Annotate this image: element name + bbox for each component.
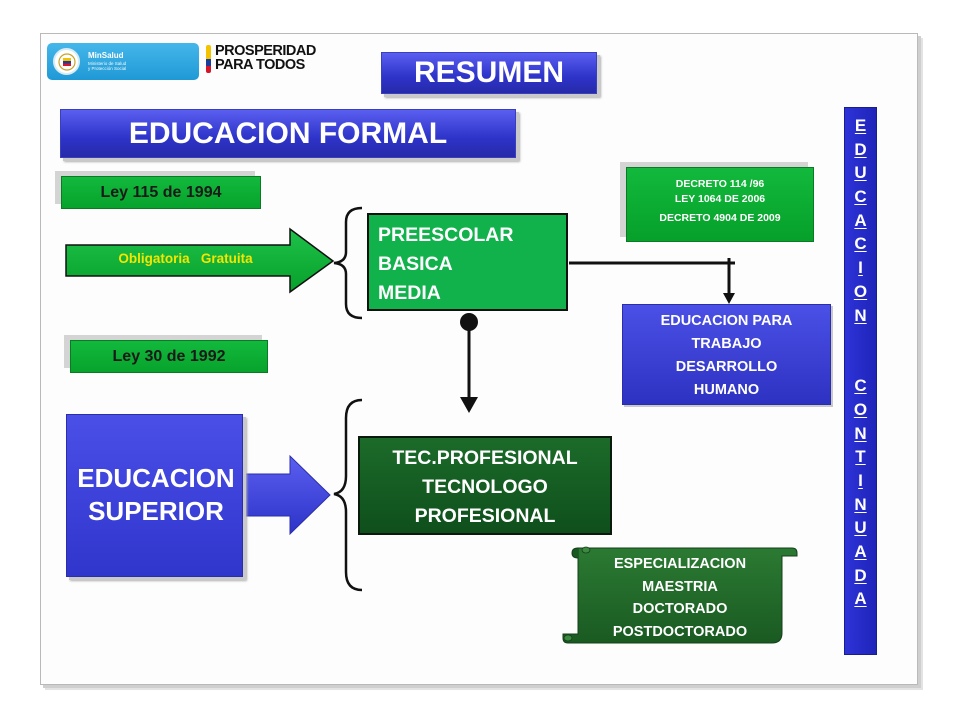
colombia-seal-icon	[53, 48, 80, 75]
program-item: PROFESIONAL	[414, 505, 556, 527]
trabajo-line: EDUCACION PARA	[660, 313, 793, 329]
continuada-letter: O	[853, 281, 868, 301]
continuada-letter: A	[854, 542, 867, 561]
ley-115-label: Ley 115 de 1994	[61, 176, 261, 209]
continuada-letter: D	[854, 139, 867, 159]
continuada-letter: N	[854, 305, 867, 325]
superior-arrow	[242, 454, 331, 536]
continuada-letter: U	[854, 163, 867, 183]
superior-line: EDUCACION	[77, 463, 235, 493]
continuada-letter: U	[854, 518, 867, 538]
flag-stripe-icon	[206, 45, 211, 73]
educacion-superior-label: EDUCACION SUPERIOR	[56, 462, 256, 528]
program-item: TECNOLOGO	[422, 476, 548, 498]
level-item: BASICA	[378, 253, 453, 275]
posgrado-item: MAESTRIA	[642, 578, 718, 595]
prosperidad-logo: PROSPERIDAD PARA TODOS	[206, 44, 316, 74]
continuada-letter: D	[854, 565, 867, 585]
educacion-trabajo-box: EDUCACION PARA TRABAJO DESARROLLO HUMANO	[622, 304, 831, 405]
educacion-formal-title: EDUCACION FORMAL	[60, 109, 516, 158]
prosperidad-line-1: PROSPERIDAD	[215, 43, 316, 60]
minsalud-subtitle-2: y Protección Social	[88, 66, 127, 71]
trabajo-line: TRABAJO	[691, 336, 762, 352]
level-item: PREESCOLAR	[378, 224, 514, 246]
obligatoria-arrow	[65, 227, 335, 294]
trabajo-line: DESARROLLO	[675, 359, 778, 375]
continuada-letter: C	[854, 376, 867, 396]
program-item: TEC.PROFESIONAL	[392, 447, 578, 469]
arrow-head-tec	[460, 397, 478, 413]
posgrado-item: DOCTORADO	[632, 601, 728, 617]
posgrados-scroll	[562, 546, 798, 644]
continuada-letter: N	[854, 494, 867, 514]
superior-line: SUPERIOR	[88, 496, 224, 526]
obligatoria-gratuita-label: Obligatoria Gratuita	[118, 251, 253, 266]
continuada-letter: A	[854, 589, 867, 609]
continuada-letter: N	[854, 423, 867, 443]
continuada-letter: T	[855, 447, 866, 467]
lower-brace-icon	[333, 398, 363, 592]
decreto-line: LEY 1064 DE 2006	[674, 193, 766, 205]
minsalud-name: MinSalud	[88, 50, 124, 60]
continuada-letter: C	[854, 187, 867, 207]
educacion-superior-box	[66, 414, 243, 577]
preescolar-basica-media-box: PREESCOLAR BASICA MEDIA	[367, 213, 568, 311]
minsalud-subtitle-1: Ministerio de Salud	[88, 60, 127, 66]
continuada-letter: E	[854, 116, 867, 135]
decreto-line: DECRETO 114 /96	[675, 178, 765, 190]
educacion-continuada-bar: E D U C A C I O N C O N T I N U A D A	[844, 107, 877, 655]
continuada-letter: A	[854, 210, 867, 230]
level-item: MEDIA	[378, 282, 441, 304]
continuada-letter: I	[858, 258, 863, 278]
decretos-box: DECRETO 114 /96 LEY 1064 DE 2006 DECRETO…	[626, 167, 814, 242]
continuada-letter: C	[854, 234, 867, 254]
decreto-line: DECRETO 4904 DE 2009	[659, 212, 781, 224]
continuada-letter: O	[853, 399, 868, 419]
continuada-letter: I	[858, 470, 863, 490]
posgrado-item: POSTDOCTORADO	[612, 623, 748, 640]
minsalud-logo: MinSalud Ministerio de Salud y Protecció…	[47, 43, 199, 80]
posgrados-list: ESPECIALIZACION MAESTRIA DOCTORADO POSTD…	[584, 553, 776, 643]
prosperidad-line-2: PARA TODOS	[215, 57, 305, 73]
upper-brace-icon	[333, 206, 363, 320]
trabajo-line: HUMANO	[693, 382, 760, 398]
ley-30-label: Ley 30 de 1992	[70, 340, 268, 373]
posgrado-item: ESPECIALIZACION	[613, 556, 747, 572]
page-title: RESUMEN	[381, 52, 597, 94]
tec-profesional-box: TEC.PROFESIONAL TECNOLOGO PROFESIONAL	[358, 436, 612, 535]
arrow-head-trabajo	[723, 293, 735, 304]
